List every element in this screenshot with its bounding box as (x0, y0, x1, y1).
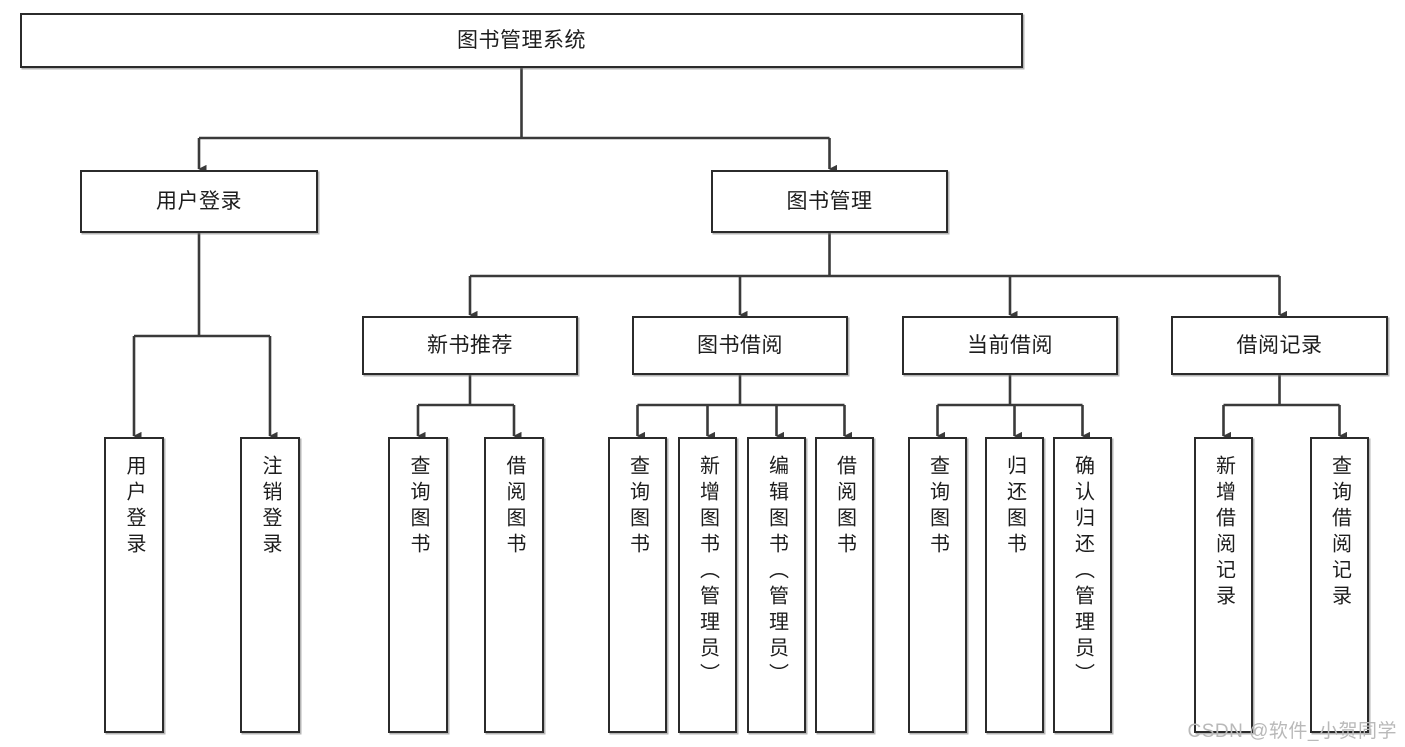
node-label-root: 图书管理系统 (457, 28, 586, 52)
node-leaf-user-logout[interactable]: 注销登录 (240, 437, 300, 733)
node-label-new-book-recommend: 新书推荐 (427, 333, 513, 357)
node-label-leaf-user-login: 用户登录 (123, 455, 145, 559)
node-root[interactable]: 图书管理系统 (20, 13, 1023, 68)
node-leaf-query-book-1[interactable]: 查询图书 (388, 437, 448, 733)
node-label-leaf-add-record: 新增借阅记录 (1212, 455, 1235, 611)
node-label-leaf-return-book: 归还图书 (1003, 455, 1026, 559)
node-leaf-query-book-3[interactable]: 查询图书 (908, 437, 967, 733)
node-label-current-borrow: 当前借阅 (967, 333, 1053, 357)
node-user-login[interactable]: 用户登录 (80, 170, 318, 233)
node-leaf-edit-book[interactable]: 编辑图书（管理员） (747, 437, 806, 733)
node-leaf-borrow-book-2[interactable]: 借阅图书 (815, 437, 874, 733)
node-leaf-confirm-return[interactable]: 确认归还（管理员） (1053, 437, 1112, 733)
node-leaf-user-login[interactable]: 用户登录 (104, 437, 164, 733)
node-label-leaf-borrow-book-1: 借阅图书 (503, 455, 525, 559)
node-new-book-recommend[interactable]: 新书推荐 (362, 316, 578, 375)
node-label-leaf-edit-book: 编辑图书（管理员） (765, 455, 788, 689)
node-label-leaf-query-book-1: 查询图书 (407, 455, 429, 559)
node-label-book-borrow: 图书借阅 (697, 333, 783, 357)
connector-group (132, 68, 1348, 441)
node-label-book-manage: 图书管理 (786, 189, 873, 213)
node-current-borrow[interactable]: 当前借阅 (902, 316, 1118, 375)
node-label-leaf-query-book-3: 查询图书 (926, 455, 949, 559)
node-leaf-add-book[interactable]: 新增图书（管理员） (678, 437, 737, 733)
node-leaf-add-record[interactable]: 新增借阅记录 (1194, 437, 1253, 733)
node-label-leaf-query-book-2: 查询图书 (626, 455, 649, 559)
node-label-leaf-borrow-book-2: 借阅图书 (833, 455, 856, 559)
node-borrow-record[interactable]: 借阅记录 (1171, 316, 1388, 375)
node-label-user-login: 用户登录 (156, 189, 242, 213)
node-label-leaf-add-book: 新增图书（管理员） (696, 455, 719, 689)
node-label-leaf-confirm-return: 确认归还（管理员） (1071, 455, 1094, 689)
node-leaf-borrow-book-1[interactable]: 借阅图书 (484, 437, 544, 733)
node-leaf-return-book[interactable]: 归还图书 (985, 437, 1044, 733)
node-leaf-query-record[interactable]: 查询借阅记录 (1310, 437, 1369, 733)
node-label-leaf-query-record: 查询借阅记录 (1328, 455, 1351, 611)
node-label-leaf-user-logout: 注销登录 (259, 455, 281, 559)
node-leaf-query-book-2[interactable]: 查询图书 (608, 437, 667, 733)
node-label-borrow-record: 借阅记录 (1236, 333, 1323, 357)
node-book-manage[interactable]: 图书管理 (711, 170, 948, 233)
node-book-borrow[interactable]: 图书借阅 (632, 316, 848, 375)
